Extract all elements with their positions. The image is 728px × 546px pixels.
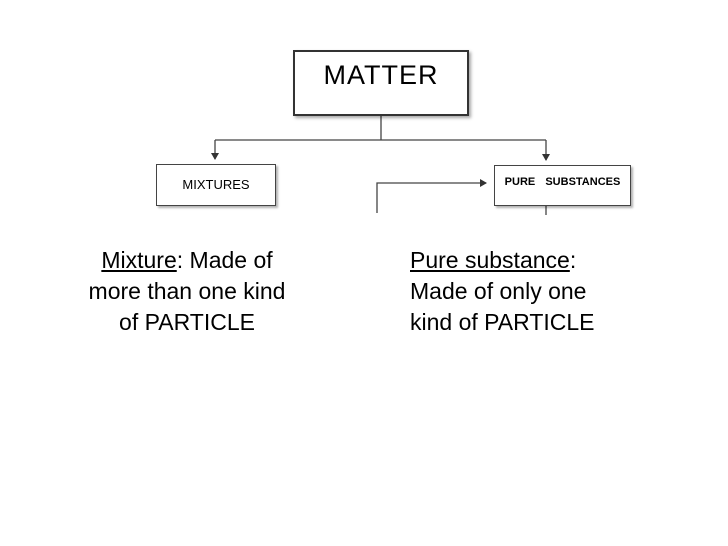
pure-substances-box: PURE SUBSTANCES bbox=[494, 165, 631, 206]
mixture-line-1-rest: : Made of bbox=[176, 247, 273, 273]
mixture-term: Mixture bbox=[101, 247, 177, 273]
pure-line-1-rest: : bbox=[569, 247, 577, 273]
pure-substance-definition: Pure substance: Made of only one kind of… bbox=[410, 245, 710, 338]
pure-substance-term: Pure substance bbox=[410, 247, 570, 273]
mixture-line-1: Mixture: Made of bbox=[52, 245, 322, 276]
mixtures-label: MIXTURES bbox=[182, 176, 250, 192]
pure-line-2: Made of only one bbox=[410, 278, 587, 304]
mixtures-box: MIXTURES bbox=[156, 164, 276, 206]
matter-label: MATTER bbox=[323, 59, 439, 90]
mixture-line-3: of PARTICLE bbox=[119, 309, 255, 335]
mixture-line-2: more than one kind bbox=[88, 278, 286, 304]
matter-box: MATTER bbox=[293, 50, 469, 116]
pure-line-3: kind of PARTICLE bbox=[410, 309, 595, 335]
side-arrow-line bbox=[376, 179, 487, 213]
mixture-definition: Mixture: Made of more than one kind of P… bbox=[52, 245, 322, 338]
pure-line-1: Pure substance: bbox=[410, 245, 710, 276]
pure-substances-label: PURE SUBSTANCES bbox=[504, 175, 621, 188]
